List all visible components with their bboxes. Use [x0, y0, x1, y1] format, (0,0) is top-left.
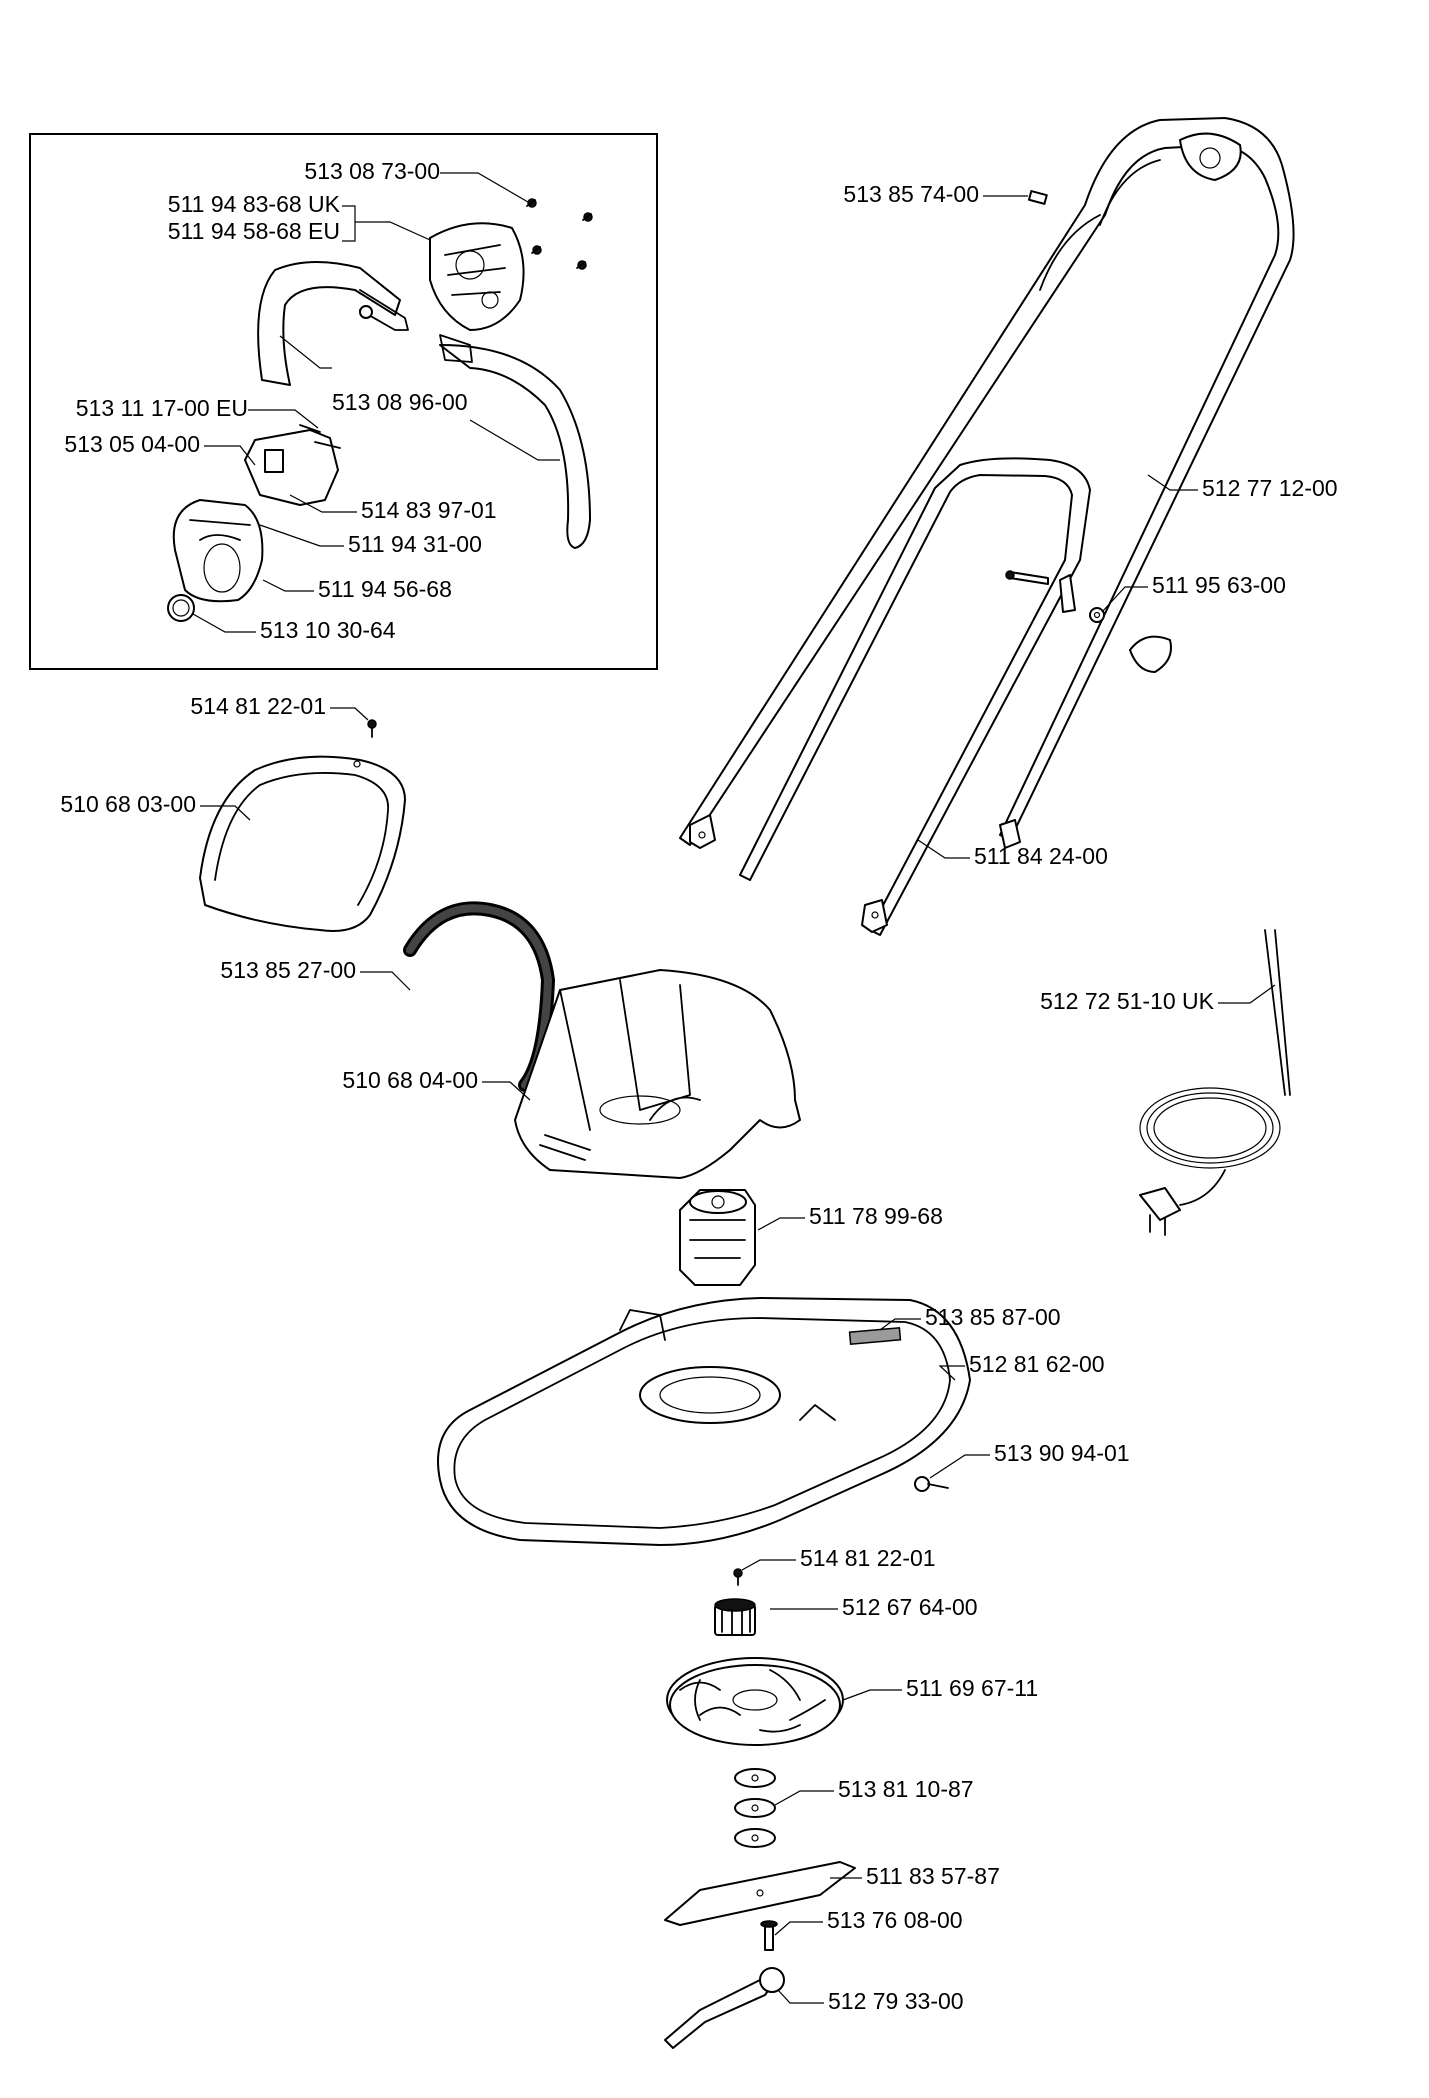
small-screw-top	[367, 719, 377, 738]
small-screw-bottom	[733, 1568, 743, 1586]
seal-strip	[403, 901, 556, 1092]
callout-label: 513 76 08-00	[827, 1907, 963, 1933]
handle-clip	[1027, 190, 1048, 205]
callout-label: 512 67 64-00	[842, 1594, 978, 1620]
mower-hood	[437, 1297, 971, 1546]
callout-label: 511 95 63-00	[1152, 572, 1286, 598]
switch-housing-plate	[429, 222, 525, 331]
screw-set	[526, 198, 593, 270]
fan-impeller	[666, 1657, 844, 1746]
callout-label: 513 81 10-87	[838, 1776, 974, 1802]
callout-label: 511 94 56-68	[318, 576, 452, 602]
inset-frame	[29, 133, 658, 670]
callout-labels: 513 08 73-00 511 94 83-68 UK 511 94 58-6…	[60, 158, 1337, 2014]
handle-grip-left	[257, 261, 409, 386]
grass-box-body	[514, 969, 801, 1179]
leader-lines	[192, 172, 1276, 2004]
switch-lever	[244, 424, 341, 506]
callout-label: 511 83 57-87	[866, 1863, 1000, 1889]
callout-label: 510 68 04-00	[342, 1067, 478, 1093]
callout-label: 513 85 87-00	[925, 1304, 1061, 1330]
callout-label: 511 94 31-00	[348, 531, 482, 557]
handle-bolt	[1005, 570, 1049, 585]
callout-label: 511 78 99-68	[809, 1203, 943, 1229]
callout-label: 511 94 58-68 EU	[168, 218, 340, 244]
callout-label: 513 10 30-64	[260, 617, 396, 643]
cutter-blade	[664, 1861, 856, 1926]
callout-label: 513 85 74-00	[843, 181, 979, 207]
spanner	[664, 1967, 785, 2049]
knob	[167, 594, 195, 622]
callout-label: 514 81 22-01	[190, 693, 326, 719]
callout-label: 510 68 03-00	[60, 791, 196, 817]
callout-label: 511 84 24-00	[974, 843, 1108, 869]
blade-bolt	[760, 1920, 778, 1951]
handle-knob	[1129, 635, 1172, 673]
spacer-washers	[734, 1768, 776, 1848]
callout-label: 514 81 22-01	[800, 1545, 936, 1571]
hood-screw	[914, 1476, 949, 1492]
callout-label: 512 81 62-00	[969, 1351, 1105, 1377]
callout-label: 513 11 17-00 EU	[76, 395, 248, 421]
callout-label: 513 85 27-00	[220, 957, 356, 983]
grass-box-lid	[199, 755, 406, 932]
callout-label: 513 08 73-00	[304, 158, 440, 184]
callout-label: 511 94 83-68 UK	[168, 191, 341, 217]
motor	[679, 1189, 756, 1286]
callout-label: 512 72 51-10 UK	[1040, 988, 1215, 1014]
callout-label: 513 90 94-01	[994, 1440, 1130, 1466]
fan-hub	[714, 1598, 756, 1636]
handle-washer	[1089, 607, 1105, 623]
callout-label: 512 79 33-00	[828, 1988, 964, 2014]
handle-grip-right	[439, 334, 591, 549]
callout-label: 514 83 97-01	[361, 497, 497, 523]
lower-handle-frame	[739, 457, 1091, 936]
callout-label: 512 77 12-00	[1202, 475, 1338, 501]
switch-cover	[172, 499, 264, 603]
callout-label: 511 69 67-11	[906, 1675, 1038, 1701]
upper-handle-ends	[689, 814, 1021, 849]
callout-label: 513 08 96-00	[332, 389, 468, 415]
callout-label: 513 05 04-00	[64, 431, 200, 457]
power-cable	[1139, 929, 1291, 1236]
